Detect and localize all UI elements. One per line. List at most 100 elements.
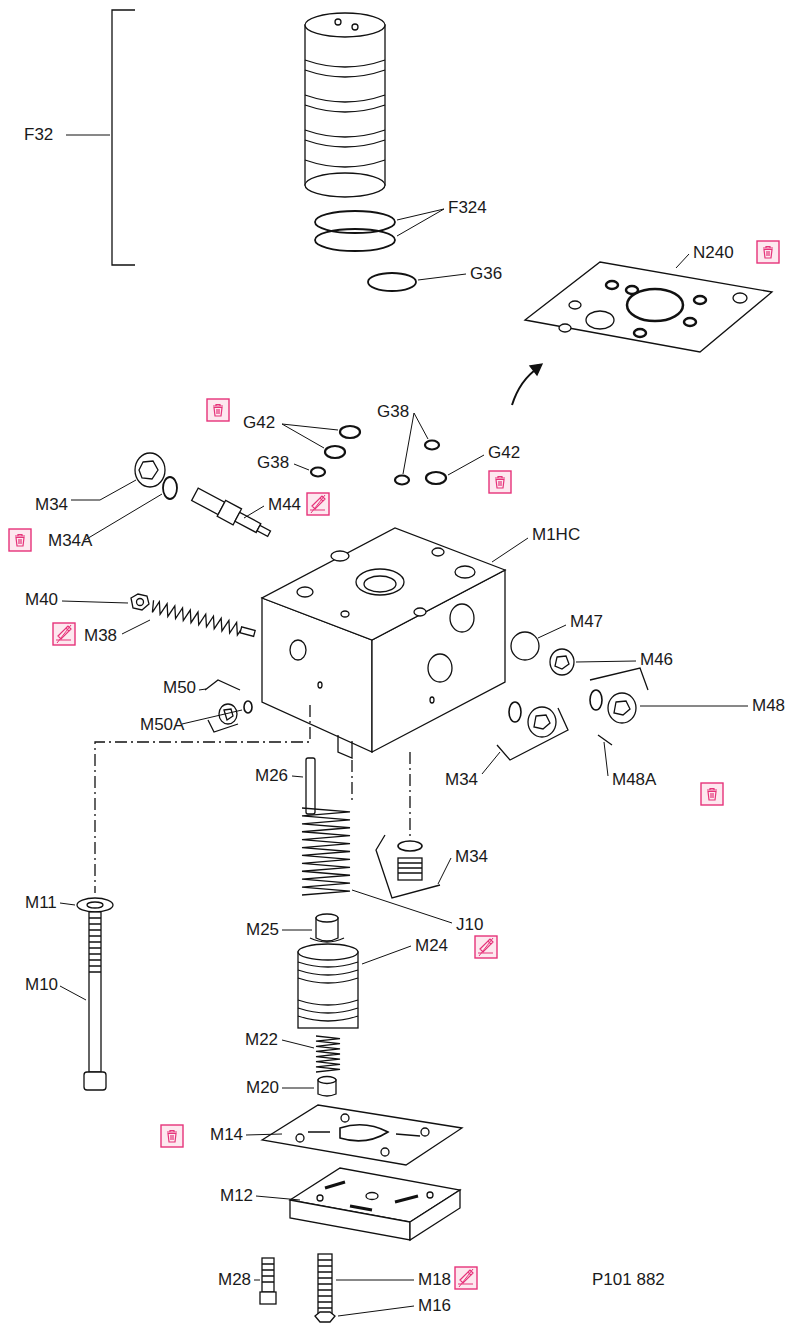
gasket-hole bbox=[606, 281, 618, 289]
screw-thread bbox=[318, 1260, 332, 1308]
block-port bbox=[290, 640, 306, 660]
seal-ring bbox=[325, 446, 345, 458]
valve-stem bbox=[191, 486, 274, 541]
seal-ring bbox=[395, 476, 409, 485]
part-number: M34 bbox=[35, 495, 68, 515]
block-hole bbox=[297, 587, 313, 597]
discard-icon bbox=[489, 471, 511, 493]
part-number: J10 bbox=[456, 915, 483, 935]
seal-ring bbox=[311, 468, 325, 477]
gasket bbox=[525, 262, 772, 352]
cartridge-grooves bbox=[305, 60, 385, 167]
plug bbox=[528, 707, 556, 737]
o-ring bbox=[315, 229, 395, 251]
block-port bbox=[364, 576, 396, 592]
spring-housing-top bbox=[298, 944, 358, 960]
plug-hex bbox=[534, 715, 550, 729]
bracket bbox=[205, 680, 240, 732]
cartridge-top bbox=[305, 13, 385, 37]
leader-lines bbox=[60, 135, 748, 1316]
part-number: M10 bbox=[25, 975, 58, 995]
part-number: M12 bbox=[220, 1186, 253, 1206]
part-number: M26 bbox=[255, 766, 288, 786]
service-icons bbox=[9, 241, 779, 1289]
bolt-thread bbox=[89, 918, 101, 972]
washer bbox=[77, 898, 113, 912]
part-number: M1HC bbox=[532, 525, 580, 545]
plate-hole bbox=[427, 1192, 433, 1198]
part-number: M34A bbox=[48, 531, 92, 551]
discard-icon bbox=[757, 241, 779, 263]
part-number: M40 bbox=[25, 590, 58, 610]
block-port bbox=[356, 569, 404, 595]
plug-hex bbox=[555, 656, 569, 669]
bracket bbox=[497, 708, 568, 760]
part-number: M34 bbox=[455, 847, 488, 867]
gasket-hole bbox=[421, 1128, 429, 1136]
part-number: M46 bbox=[640, 650, 673, 670]
block-hole bbox=[430, 697, 434, 703]
block-spigot bbox=[338, 735, 352, 758]
block-hole bbox=[414, 608, 426, 616]
plug bbox=[135, 453, 165, 487]
valve-disc-top bbox=[318, 1077, 336, 1084]
o-ring bbox=[398, 841, 422, 851]
gasket-hole bbox=[569, 301, 581, 309]
inspect-icon bbox=[307, 493, 329, 515]
spring-seat-flange bbox=[310, 938, 344, 942]
spring bbox=[316, 1036, 340, 1072]
bolt-head bbox=[84, 1072, 106, 1090]
nut bbox=[315, 1312, 335, 1322]
block-port bbox=[428, 654, 452, 682]
gasket-hole bbox=[626, 286, 638, 294]
plate-hole bbox=[366, 1193, 378, 1200]
part-number: M34 bbox=[445, 770, 478, 790]
spring-housing bbox=[298, 952, 358, 1028]
o-ring bbox=[368, 273, 416, 291]
plug bbox=[398, 858, 422, 880]
gasket-hole bbox=[296, 1134, 304, 1142]
spring-seat-top bbox=[316, 914, 338, 922]
assembly-line bbox=[351, 760, 352, 800]
set-screw bbox=[318, 1254, 332, 1314]
cartridge-bottom bbox=[305, 173, 385, 197]
parts bbox=[77, 10, 772, 1322]
discard-icon bbox=[701, 783, 723, 805]
block-hole bbox=[318, 682, 322, 688]
plug-hex bbox=[614, 701, 630, 715]
gasket-hole bbox=[634, 329, 646, 337]
part-number: M18 bbox=[418, 1270, 451, 1290]
bracket bbox=[590, 668, 648, 745]
arrow bbox=[512, 368, 538, 405]
part-number: M20 bbox=[246, 1078, 279, 1098]
assembly-line bbox=[409, 752, 410, 836]
part-number: M38 bbox=[84, 626, 117, 646]
plate-slot bbox=[325, 1182, 418, 1210]
ball bbox=[511, 632, 539, 660]
gasket-hole bbox=[341, 1114, 349, 1122]
assembly-line bbox=[95, 705, 310, 893]
gasket-hole bbox=[694, 296, 706, 304]
gasket-hole bbox=[381, 1148, 389, 1156]
part-number: M14 bbox=[210, 1125, 243, 1145]
part-number: M25 bbox=[246, 920, 279, 940]
part-number: G42 bbox=[488, 443, 520, 463]
screw bbox=[150, 600, 255, 639]
block-hole bbox=[341, 611, 349, 617]
screw-thread bbox=[150, 600, 242, 635]
bracket bbox=[112, 10, 135, 265]
inspect-icon bbox=[475, 936, 497, 958]
gasket-hole bbox=[586, 311, 614, 329]
part-number: G38 bbox=[257, 453, 289, 473]
plug bbox=[219, 704, 237, 724]
block-hole bbox=[432, 548, 444, 556]
part-number: M16 bbox=[418, 1296, 451, 1316]
plate-hole bbox=[317, 1195, 323, 1201]
block-port bbox=[450, 604, 474, 632]
spring bbox=[302, 808, 350, 895]
gasket bbox=[262, 1105, 462, 1165]
arrow-head bbox=[530, 364, 542, 375]
plug-hex bbox=[224, 709, 233, 720]
